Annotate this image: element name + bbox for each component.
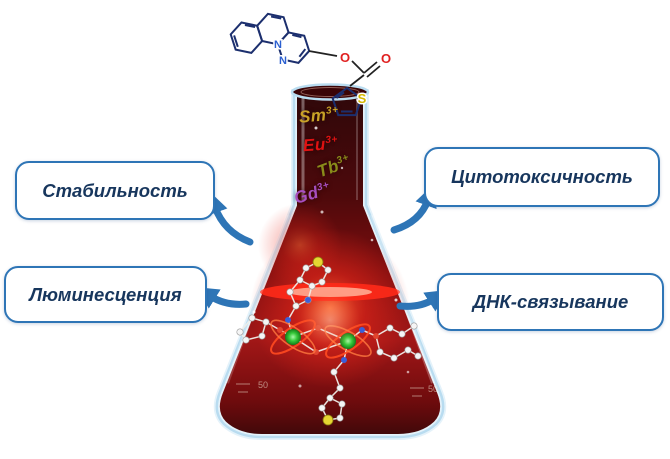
ion-sm-symbol: Sm [298, 105, 328, 127]
sulfur-atom-top [312, 256, 324, 268]
oxygen-label-ester: O [340, 50, 350, 65]
graduation-label-right: 50 [428, 384, 438, 394]
phenanthroline-rings [229, 12, 311, 64]
ion-sm-charge: 3+ [325, 104, 339, 117]
arrow-to-dna-binding [396, 289, 449, 312]
graduation-label-left: 50 [258, 380, 268, 390]
flask-lip [290, 83, 370, 101]
luminescence-label: Люминесценция [29, 283, 182, 305]
label-box-cytotoxicity: Цитотоксичность [424, 147, 660, 207]
stability-label: Стабильность [42, 179, 188, 201]
crystal-structure [236, 256, 422, 426]
sulfur-label: S [358, 91, 367, 106]
glass-highlight-right [370, 214, 435, 384]
metal-atom-left [285, 329, 301, 345]
arrow-to-stability [206, 191, 254, 246]
flask-lip-inner [300, 87, 360, 97]
sulfur-atom-bottom [322, 414, 334, 426]
glass-highlight-left [225, 214, 290, 384]
ligand-structure: N N O O S [229, 12, 393, 117]
arrows [195, 184, 449, 312]
lanthanide-centers [270, 290, 372, 359]
ion-label-sm: Sm3+ [298, 104, 339, 127]
ion-eu-symbol: Eu [302, 134, 327, 156]
inner-glow-2 [258, 203, 342, 287]
label-box-luminescence: Люминесценция [4, 266, 207, 323]
label-box-dna-binding: ДНК-связывание [437, 273, 664, 331]
thiophene-ring [331, 86, 363, 117]
oxygen-label-carbonyl: O [381, 51, 391, 66]
ester-bonds [308, 50, 381, 87]
arrow-to-cytotoxicity [390, 184, 437, 234]
graduation-marks [236, 383, 424, 397]
nitrogen-label-1: N [274, 39, 282, 51]
ion-label-eu: Eu3+ [302, 134, 338, 156]
sparkles [252, 126, 410, 388]
flask-body-outline [215, 90, 445, 439]
nitrogen-label-2: N [279, 55, 287, 67]
ion-eu-charge: 3+ [325, 134, 339, 146]
dna-binding-label: ДНК-связывание [472, 291, 629, 312]
arrow-to-luminescence [195, 287, 250, 309]
cytotoxicity-label: Цитотоксичность [451, 166, 633, 187]
ion-gd-charge: 3+ [315, 179, 331, 194]
label-box-stability: Стабильность [15, 161, 215, 220]
